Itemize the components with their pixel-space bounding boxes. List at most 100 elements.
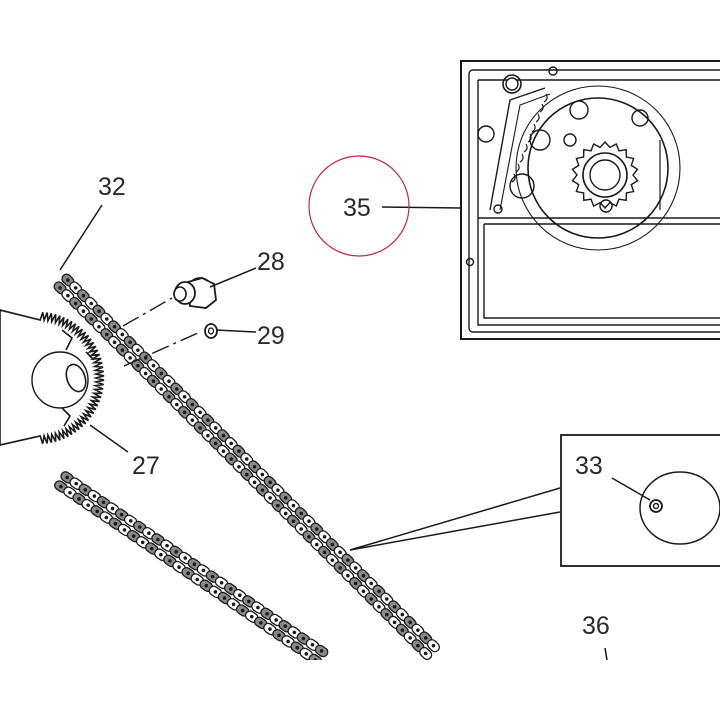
callout-36: 36 — [582, 612, 610, 640]
chain-lower-pin — [74, 481, 78, 486]
chain-upper-pin — [104, 317, 109, 321]
chain-upper-pin — [174, 402, 179, 407]
chain-lower-pin — [119, 512, 124, 517]
chain-upper-pin — [276, 503, 280, 508]
chain-upper-pin — [252, 464, 257, 469]
assembly-axes — [122, 297, 201, 367]
chain-lower — [54, 471, 329, 660]
chain-upper-pin — [81, 293, 86, 298]
callout-28: 28 — [257, 248, 285, 276]
chain-lower-pin — [219, 580, 224, 585]
chain-upper-pin — [369, 597, 374, 601]
chain-upper-pin — [229, 441, 234, 446]
chain-upper-pin — [408, 636, 412, 640]
chain-upper-pin — [244, 457, 249, 461]
chain-upper-pin — [260, 488, 265, 492]
chain-upper-pin — [97, 324, 101, 329]
chain-lower-pin — [104, 515, 109, 520]
chain-upper-pin — [330, 558, 335, 562]
chain-upper-pin — [299, 527, 304, 531]
chain-lower-pin — [277, 633, 281, 638]
chain-lower-link — [308, 653, 323, 660]
chain-upper-pin — [136, 348, 140, 352]
chain-upper-pin — [112, 340, 117, 345]
chain-lower-pin — [210, 574, 215, 579]
chain-upper-pin — [291, 519, 296, 524]
chain-upper-pin — [221, 449, 226, 454]
chain-upper-pin — [73, 286, 78, 290]
chain-upper-pin — [128, 340, 132, 345]
chain-upper-pin — [206, 418, 210, 422]
chain-upper-pin — [143, 356, 148, 360]
chain-upper-pin — [159, 387, 164, 391]
chain-lower-pin — [213, 590, 218, 594]
chain-upper-pin — [58, 286, 62, 290]
callout-27: 27 — [132, 452, 160, 480]
chain-upper-pin — [353, 581, 358, 586]
chain-upper-pin — [384, 597, 389, 601]
chain-lower-pin — [174, 550, 178, 554]
chain-lower-pin — [286, 639, 290, 644]
chain-upper-pin — [237, 464, 241, 469]
chain-upper-pin — [143, 371, 148, 376]
chain-lower-pin — [131, 534, 136, 538]
chain-lower-pin — [295, 645, 300, 650]
chain-upper-pin — [338, 550, 342, 555]
chain-upper-pin — [112, 324, 117, 329]
callout-29: 29 — [257, 322, 285, 350]
chain-upper-pin — [431, 643, 436, 648]
chain-upper-pin — [167, 379, 171, 384]
chain-upper-pin — [190, 402, 195, 407]
chain-lower-pin — [165, 543, 169, 548]
chain-upper-pin — [314, 527, 319, 531]
chain-upper-pin — [151, 363, 156, 368]
chain-lower-pin — [113, 521, 118, 526]
chain-lower-pin — [168, 559, 172, 563]
chain-upper-pin — [229, 457, 234, 461]
callout-32: 32 — [98, 173, 126, 201]
chain-lower-pin — [83, 488, 88, 492]
chain-upper-pin — [182, 394, 187, 399]
chain-upper-pin — [307, 519, 311, 524]
callout-33: 33 — [575, 452, 603, 480]
chain-upper-pin — [213, 426, 218, 430]
chain-lower-pin — [231, 602, 236, 607]
chain-lower-pin — [183, 556, 188, 560]
inset-33-box — [560, 434, 720, 567]
chain-upper-pin — [221, 433, 226, 438]
chain-lower-pin — [68, 490, 72, 495]
chain-upper-pin — [307, 534, 311, 539]
chain-upper-pin — [182, 410, 187, 415]
chain-upper-pin — [120, 348, 125, 352]
chain-lower-pin — [77, 497, 81, 501]
chain-upper-pin — [213, 441, 218, 446]
chain-lower-pin — [128, 519, 133, 523]
callout-35: 35 — [343, 194, 371, 222]
chain-upper-pin — [361, 589, 366, 594]
chain-upper-pin — [283, 496, 288, 500]
chain-upper-pin — [206, 433, 210, 438]
chain-upper-pin — [408, 620, 412, 625]
chain-upper-pin — [66, 278, 70, 282]
chain-upper-pin — [198, 426, 202, 430]
chain-lower-pin — [65, 475, 69, 480]
chain-lower-pin — [159, 552, 163, 557]
chain-upper-pin — [384, 612, 389, 617]
chain-lower-pin — [149, 546, 154, 551]
chain-lower-pin — [222, 596, 227, 600]
chain-upper-pin — [190, 418, 195, 422]
chain-upper-pin — [89, 317, 94, 321]
chain-upper-pin — [346, 558, 350, 562]
chain-upper-pin — [338, 566, 342, 570]
chain-upper-pin — [346, 573, 350, 578]
chain-upper-pin — [252, 480, 257, 485]
chain-upper-pin — [276, 488, 280, 492]
chain-upper-pin — [423, 651, 428, 656]
highlight-circle-35 — [308, 155, 410, 257]
chain-upper-pin — [392, 620, 397, 625]
chain-lower-pin — [86, 503, 90, 507]
chain-lower-pin — [186, 571, 190, 576]
chain-upper-pin — [237, 449, 241, 454]
chain-upper-pin — [369, 581, 374, 586]
